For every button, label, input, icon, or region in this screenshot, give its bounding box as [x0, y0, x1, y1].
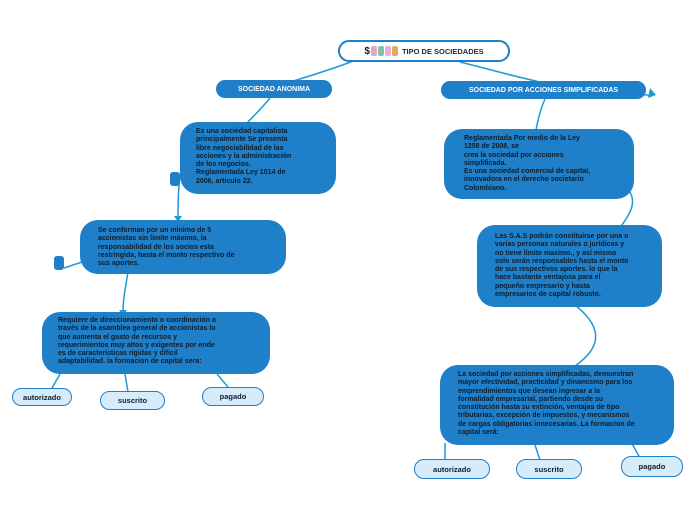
branch-sociedad-anonima[interactable]: SOCIEDAD ANONIMA: [216, 80, 332, 98]
left-capital-autorizado[interactable]: autorizado: [12, 388, 72, 406]
right-capital-autorizado[interactable]: autorizado: [414, 459, 490, 479]
branch-sas[interactable]: SOCIEDAD POR ACCIONES SIMPLIFICADAS: [441, 81, 646, 99]
right-capital-pagado[interactable]: pagado: [621, 456, 683, 477]
dollar-icon: $: [364, 46, 370, 57]
person-icon: [384, 46, 391, 56]
person-icon: [391, 46, 398, 56]
person-icon: [370, 46, 377, 56]
right-capital-suscrito[interactable]: suscrito: [516, 459, 582, 479]
root-label: TIPO DE SOCIEDADES: [401, 46, 484, 56]
left-capital-pagado[interactable]: pagado: [202, 387, 264, 406]
right-node-efectividad[interactable]: La sociedad por acciones simplificadas, …: [440, 365, 674, 445]
left-node-accionistas[interactable]: Se conforman por un mínimo de 5 accionis…: [80, 220, 286, 274]
right-node-reglamentada[interactable]: Reglamentada Por medio de la Ley 1258 de…: [444, 129, 634, 199]
root-topic[interactable]: $ TIPO DE SOCIEDADES: [338, 40, 510, 62]
drag-handle[interactable]: [170, 172, 180, 186]
person-icon: [377, 46, 384, 56]
left-node-definition[interactable]: Es una sociedad capitalista principalmen…: [180, 122, 336, 194]
left-node-direccionamiento[interactable]: Requiere de direccionamiento o coordinac…: [42, 312, 270, 374]
root-icons: $: [364, 46, 398, 57]
drag-handle[interactable]: [54, 256, 64, 270]
right-node-sas-constitucion[interactable]: Las S.A.S podrán constituirse por una o …: [477, 225, 662, 307]
left-capital-suscrito[interactable]: suscrito: [100, 391, 165, 410]
